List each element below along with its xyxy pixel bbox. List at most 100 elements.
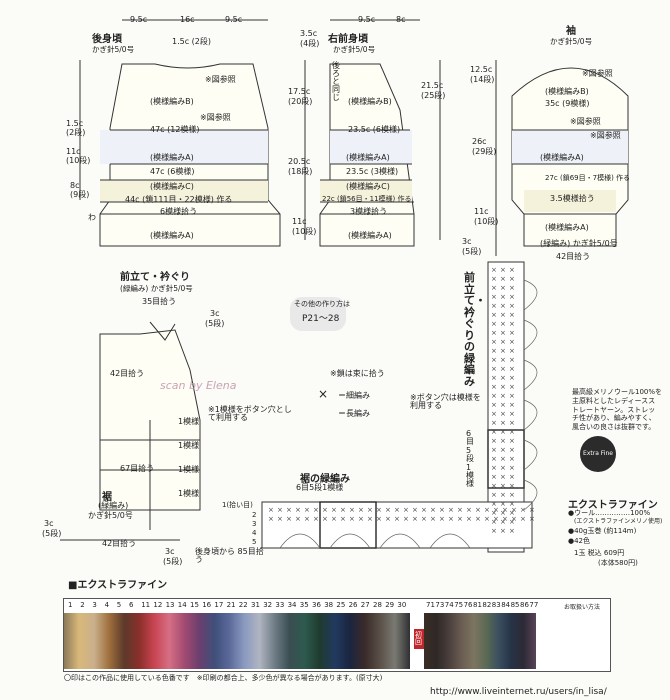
swatch-number: 21 [226, 601, 236, 609]
svg-text:×: × [509, 392, 515, 400]
svg-text:×: × [358, 506, 364, 514]
sc-symbol: × [318, 387, 329, 401]
swatch-number: 25 [336, 601, 346, 609]
swatch-number: 76 [463, 601, 473, 609]
svg-text:×: × [367, 506, 373, 514]
svg-text:×: × [491, 356, 497, 364]
sleeve-pattern-b: (模様編みB) [545, 87, 589, 96]
svg-text:×: × [500, 392, 506, 400]
svg-text:×: × [500, 329, 506, 337]
svg-text:×: × [491, 455, 497, 463]
swatch-number: 27 [360, 601, 370, 609]
svg-text:×: × [529, 506, 535, 514]
svg-text:×: × [439, 506, 445, 514]
svg-text:×: × [509, 482, 515, 490]
svg-text:×: × [322, 506, 328, 514]
svg-text:×: × [491, 320, 497, 328]
svg-text:×: × [491, 419, 497, 427]
svg-text:×: × [509, 311, 515, 319]
band-pick35: 35目拾う [142, 297, 177, 306]
svg-text:×: × [457, 506, 463, 514]
svg-text:×: × [491, 509, 497, 517]
product-desc: 最高級メリノウール100%を主原料としたレディースストレートヤーン。ストレッチ性… [572, 388, 663, 431]
back-pattern-a-2: (模様編みA) [150, 231, 194, 240]
hem-3c-b: 3c [165, 547, 175, 556]
sleeve-h125: 12.5c [470, 65, 493, 74]
swatch-number: 15 [190, 601, 199, 609]
svg-text:×: × [500, 500, 506, 508]
svg-text:×: × [286, 506, 292, 514]
svg-text:×: × [268, 515, 274, 523]
svg-text:×: × [277, 515, 283, 523]
swatch-number: 75 [454, 601, 464, 609]
chart-btn-note: ※ボタン穴は模様を利用する [410, 393, 481, 410]
svg-text:×: × [439, 515, 445, 523]
svg-text:×: × [509, 437, 515, 445]
front-h11: 11c [292, 217, 307, 226]
svg-text:×: × [500, 464, 506, 472]
svg-text:×: × [322, 515, 328, 523]
hem-3cb-b: (5段) [163, 557, 183, 566]
svg-text:×: × [509, 284, 515, 292]
swatch-number: 82 [482, 601, 492, 609]
front-h215: 21.5c [421, 81, 444, 90]
product-name: エクストラファイン [568, 500, 658, 511]
swatch-number: 86 [520, 601, 529, 609]
svg-text:×: × [491, 365, 497, 373]
swatch-badge: 初回 [414, 629, 424, 649]
svg-text:×: × [340, 515, 346, 523]
svg-text:×: × [491, 527, 497, 535]
swatch-number: 17 [214, 601, 224, 609]
svg-text:×: × [491, 302, 497, 310]
swatch-number: 5 [116, 601, 122, 609]
svg-text:×: × [509, 491, 515, 499]
back-side-15: 1.5c [66, 119, 84, 128]
svg-text:×: × [491, 311, 497, 319]
front-pick: 3模様拾う [350, 207, 388, 216]
swatch-number: 6 [129, 601, 134, 609]
swatch-band-1 [64, 613, 410, 669]
sleeve-w27: 27c (鎖69目・7模様) 作る [545, 174, 631, 182]
swatch-number: 32 [263, 601, 273, 609]
svg-text:×: × [421, 506, 427, 514]
front-pattern-b: (模様編みB) [348, 97, 392, 106]
svg-text:×: × [509, 419, 515, 427]
svg-text:×: × [509, 275, 515, 283]
back-side-8: 8c [70, 181, 80, 190]
hem-chart-title: 裾の緑編み [300, 474, 350, 485]
swatch-number: 81 [473, 601, 482, 609]
back-w47-top: 47c (12模様) [150, 125, 200, 134]
front-neck-rows: 3.5c [300, 29, 318, 38]
svg-text:×: × [511, 506, 517, 514]
svg-text:×: × [376, 515, 382, 523]
svg-text:×: × [385, 506, 391, 514]
svg-text:×: × [509, 500, 515, 508]
hem-3c: 3c [44, 519, 54, 528]
band-one-4: 1模様 [178, 489, 200, 498]
svg-text:×: × [295, 506, 301, 514]
svg-text:×: × [491, 446, 497, 454]
front-width-b: 8c [396, 15, 406, 24]
svg-text:×: × [403, 506, 409, 514]
svg-text:×: × [491, 293, 497, 301]
svg-text:×: × [493, 515, 499, 523]
svg-text:×: × [421, 515, 427, 523]
svg-text:×: × [509, 374, 515, 382]
back-needle: かぎ針5/0号 [92, 45, 135, 54]
svg-text:×: × [500, 302, 506, 310]
hem-pick42: 42目拾う [102, 539, 137, 548]
front-back-same: 後ろと同じ [332, 61, 340, 102]
front-h205b: (18段) [288, 167, 313, 176]
svg-text:×: × [491, 473, 497, 481]
svg-text:×: × [349, 506, 355, 514]
swatch-number: 71 [426, 601, 435, 609]
svg-text:×: × [509, 266, 515, 274]
svg-text:×: × [491, 266, 497, 274]
care-title: お取扱い方法 [564, 604, 601, 611]
band-btn-note: ※1模様をボタン穴として利用する [208, 405, 292, 422]
svg-text:×: × [509, 527, 515, 535]
svg-text:×: × [268, 506, 274, 514]
svg-text:×: × [403, 515, 409, 523]
back-title: 後身頃 [92, 34, 122, 45]
svg-text:×: × [509, 347, 515, 355]
